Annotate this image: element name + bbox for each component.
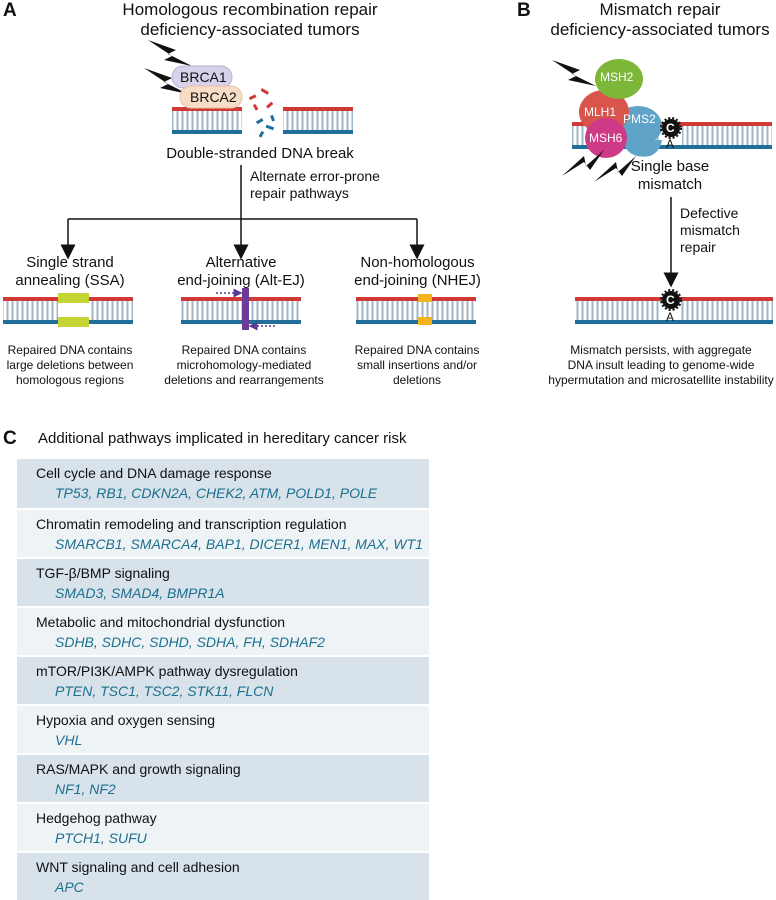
panel-a-title-line1: Homologous recombination repair <box>122 0 378 19</box>
row-title: RAS/MAPK and growth signaling <box>36 761 241 777</box>
pathway-nhej-name: Non-homologous end-joining (NHEJ) <box>345 254 490 290</box>
nhej-dna <box>356 294 476 325</box>
pathway-nhej-desc-line2: small insertions and/or <box>356 358 478 372</box>
pathway-ssa-desc-line1: Repaired DNA contains <box>7 343 133 357</box>
pathway-altej-desc-line2: microhomology-mediated <box>176 358 312 372</box>
pathway-ssa-name-line1: Single strand <box>26 254 114 271</box>
panel-b-title-line1: Mismatch repair <box>599 0 721 19</box>
lightning-bolt-icon <box>148 40 192 66</box>
table-row: Metabolic and mitochondrial dysfunction … <box>17 606 429 655</box>
mismatch-base-c-top <box>660 117 682 139</box>
pathway-altej-desc-line1: Repaired DNA contains <box>181 343 307 357</box>
pathway-ssa-desc: Repaired DNA contains large deletions be… <box>0 343 140 388</box>
branch-label-line1: Alternate error-prone <box>250 168 380 184</box>
mismatch-dna-bottom <box>575 289 773 324</box>
pathway-altej-name: Alternative end-joining (Alt-EJ) <box>166 254 316 290</box>
mismatch-result-line2: DNA insult leading to genome-wide <box>567 358 755 372</box>
lightning-bolt-icon <box>144 68 188 94</box>
row-title: Metabolic and mitochondrial dysfunction <box>36 614 286 630</box>
mismatch-label-line1: Single base <box>630 158 710 175</box>
table-row: Cell cycle and DNA damage response TP53,… <box>17 459 429 508</box>
base-a-top: A <box>666 137 675 151</box>
row-genes: SDHB, SDHC, SDHD, SDHA, FH, SDHAF2 <box>55 634 325 650</box>
row-title: TGF-β/BMP signaling <box>36 565 170 581</box>
row-title: Hedgehog pathway <box>36 810 157 826</box>
row-title: Cell cycle and DNA damage response <box>36 465 272 481</box>
defect-label-line1: Defective <box>680 205 739 221</box>
row-genes: TP53, RB1, CDKN2A, CHEK2, ATM, POLD1, PO… <box>55 485 378 501</box>
defect-label: Defective mismatch repair <box>680 205 770 256</box>
pathway-altej-desc: Repaired DNA contains microhomology-medi… <box>164 343 324 388</box>
pathway-nhej-desc-line1: Repaired DNA contains <box>354 343 480 357</box>
row-genes: VHL <box>55 732 83 748</box>
table-row: TGF-β/BMP signaling SMAD3, SMAD4, BMPR1A <box>17 557 429 606</box>
pathway-altej-name-line2: end-joining (Alt-EJ) <box>177 272 305 289</box>
pathway-altej-name-line1: Alternative <box>205 254 277 271</box>
table-row: Hedgehog pathway PTCH1, SUFU <box>17 802 429 851</box>
base-c-bottom: C <box>666 293 675 307</box>
panel-b-title: Mismatch repair deficiency-associated tu… <box>545 0 775 40</box>
table-row: Chromatin remodeling and transcription r… <box>17 508 429 557</box>
msh6-label: MSH6 <box>589 131 623 145</box>
mismatch-label-line2: mismatch <box>637 176 703 193</box>
brca2-label: BRCA2 <box>190 89 237 105</box>
ssa-dna <box>3 293 133 327</box>
mismatch-result-line3: hypermutation and microsatellite instabi… <box>548 373 774 387</box>
row-genes: PTCH1, SUFU <box>55 830 147 846</box>
diagram-graphics <box>3 40 773 331</box>
row-genes: SMAD3, SMAD4, BMPR1A <box>55 585 225 601</box>
brca2-protein <box>179 85 243 109</box>
row-genes: PTEN, TSC1, TSC2, STK11, FLCN <box>55 683 274 699</box>
mlh1-label: MLH1 <box>584 105 617 119</box>
break-label: Double-stranded DNA break <box>166 145 354 162</box>
defect-label-line2: mismatch <box>680 222 740 238</box>
msh6-protein <box>585 118 627 158</box>
table-row: WNT signaling and cell adhesion APC <box>17 851 429 900</box>
pathway-ssa-desc-line3: homologous regions <box>15 373 125 387</box>
row-genes: APC <box>55 879 84 895</box>
base-a-bottom: A <box>666 310 675 324</box>
pms2-protein-lobe <box>622 140 662 157</box>
row-title: mTOR/PI3K/AMPK pathway dysregulation <box>36 663 298 679</box>
pathway-nhej-desc: Repaired DNA contains small insertions a… <box>347 343 487 388</box>
lightning-bolt-icon <box>552 60 596 86</box>
panel-a-title: Homologous recombination repair deficien… <box>80 0 420 40</box>
row-title: Chromatin remodeling and transcription r… <box>36 516 347 532</box>
row-title: WNT signaling and cell adhesion <box>36 859 240 875</box>
panel-b-title-line2: deficiency-associated tumors <box>550 20 770 39</box>
altej-dna <box>181 288 301 331</box>
defect-label-line3: repair <box>680 239 716 255</box>
msh2-label: MSH2 <box>600 70 634 84</box>
panel-letter-b: B <box>517 0 531 21</box>
pathway-table: Cell cycle and DNA damage response TP53,… <box>17 459 429 900</box>
broken-dna <box>172 88 353 138</box>
branch-label-line2: repair pathways <box>250 185 349 201</box>
panel-letter-c: C <box>3 428 17 449</box>
pathway-nhej-name-line1: Non-homologous <box>360 254 475 271</box>
mismatch-label: Single base mismatch <box>615 158 725 194</box>
pathway-nhej-name-line2: end-joining (NHEJ) <box>354 272 481 289</box>
table-row: Hypoxia and oxygen sensing VHL <box>17 704 429 753</box>
mismatch-result: Mismatch persists, with aggregate DNA in… <box>548 343 774 388</box>
row-genes: NF1, NF2 <box>55 781 116 797</box>
pathway-altej-desc-line3: deletions and rearrangements <box>164 373 324 387</box>
brca1-label: BRCA1 <box>180 69 227 85</box>
panel-c-title: Additional pathways implicated in heredi… <box>38 430 407 447</box>
panel-letter-a: A <box>3 0 17 21</box>
pathway-nhej-desc-line3: deletions <box>392 373 442 387</box>
pms2-label: PMS2 <box>623 112 656 126</box>
panel-a-title-line2: deficiency-associated tumors <box>140 20 360 39</box>
pathway-ssa-name-line2: annealing (SSA) <box>15 272 125 289</box>
row-genes: SMARCB1, SMARCA4, BAP1, DICER1, MEN1, MA… <box>55 536 423 552</box>
pathway-ssa-name: Single strand annealing (SSA) <box>0 254 140 290</box>
branch-label: Alternate error-prone repair pathways <box>250 168 420 202</box>
msh2-protein <box>595 59 643 99</box>
mismatch-result-line1: Mismatch persists, with aggregate <box>570 343 752 357</box>
base-c-top: C <box>666 121 675 135</box>
row-title: Hypoxia and oxygen sensing <box>36 712 216 728</box>
table-row: RAS/MAPK and growth signaling NF1, NF2 <box>17 753 429 802</box>
table-row: mTOR/PI3K/AMPK pathway dysregulation PTE… <box>17 655 429 704</box>
pathway-ssa-desc-line2: large deletions between <box>6 358 134 372</box>
